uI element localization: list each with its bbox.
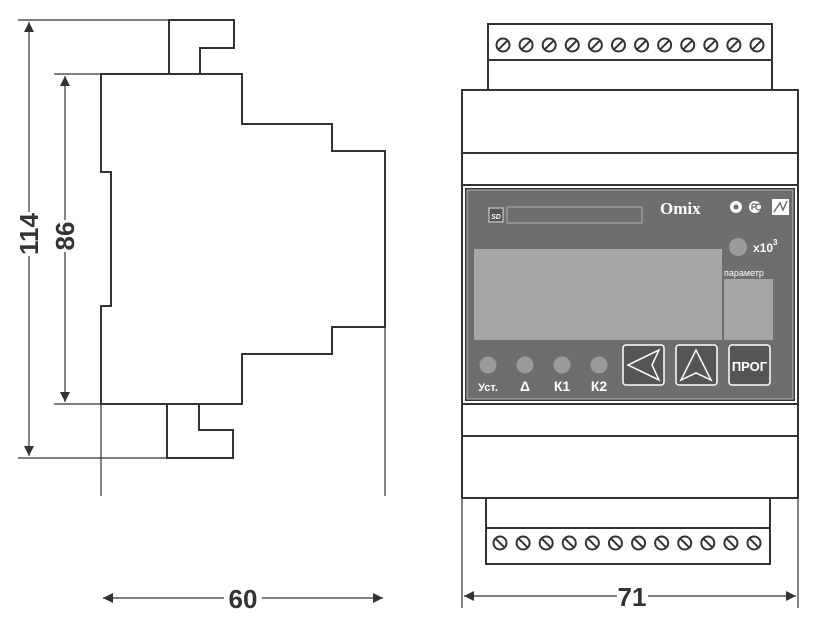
- main-display: [474, 249, 722, 340]
- brand-logo: Omix: [660, 199, 701, 218]
- up-arrow-button[interactable]: [675, 344, 718, 386]
- bottom-terminal-screws: [492, 535, 762, 551]
- terminal-screw-icon: [703, 37, 719, 53]
- indicator-label: Δ: [520, 378, 530, 394]
- terminal-screw-icon: [607, 535, 623, 551]
- top-terminal-screws: [495, 37, 765, 53]
- indicator-label: К1: [554, 378, 571, 394]
- terminal-screw-icon: [541, 37, 557, 53]
- terminal-screw-icon: [723, 535, 739, 551]
- indicator-led: [479, 356, 497, 374]
- sd-label: SD: [491, 214, 501, 221]
- terminal-screw-icon: [564, 37, 580, 53]
- terminal-screw-icon: [495, 37, 511, 53]
- prog-button-label: ПРОГ: [732, 359, 768, 374]
- multiplier-led: [729, 238, 747, 256]
- terminal-screw-icon: [518, 37, 534, 53]
- terminal-screw-icon: [657, 37, 673, 53]
- dimension-height-body: 86: [50, 222, 80, 251]
- up-arrow-icon: [679, 348, 713, 382]
- top-din-clip: [168, 19, 235, 74]
- terminal-screw-icon: [654, 535, 670, 551]
- left-arrow-icon: [626, 348, 661, 382]
- left-arrow-button[interactable]: [622, 344, 665, 386]
- indicator-led: [516, 356, 534, 374]
- terminal-screw-icon: [726, 37, 742, 53]
- terminal-screw-icon: [677, 535, 693, 551]
- indicator-led: [590, 356, 608, 374]
- terminal-screw-icon: [610, 37, 626, 53]
- front-panel: SD Omix x103 параметр Уст. Δ К1 К2: [465, 188, 795, 401]
- certification-icons: [730, 199, 789, 215]
- terminal-screw-icon: [680, 37, 696, 53]
- multiplier-label: x103: [753, 238, 778, 255]
- terminal-screw-icon: [746, 535, 762, 551]
- terminal-screw-icon: [634, 37, 650, 53]
- terminal-screw-icon: [561, 535, 577, 551]
- dimension-depth: 60: [229, 584, 258, 614]
- terminal-screw-icon: [749, 37, 765, 53]
- indicator-label: Уст.: [478, 382, 498, 394]
- terminal-screw-icon: [538, 535, 554, 551]
- prog-button[interactable]: ПРОГ: [728, 344, 771, 386]
- dimension-height-total: 114: [14, 212, 44, 254]
- terminal-screw-icon: [700, 535, 716, 551]
- sd-card-slot[interactable]: [506, 206, 643, 224]
- indicator-label: К2: [591, 378, 608, 394]
- parameter-display: [724, 279, 773, 340]
- bottom-terminal-block: [485, 497, 771, 565]
- side-view: 114 86 60: [14, 19, 386, 614]
- dimension-width: 71: [618, 582, 647, 612]
- terminal-screw-icon: [515, 535, 531, 551]
- indicator-led: [553, 356, 571, 374]
- parameter-label: параметр: [724, 268, 764, 278]
- bottom-din-clip: [166, 404, 234, 459]
- terminal-screw-icon: [631, 535, 647, 551]
- terminal-screw-icon: [492, 535, 508, 551]
- side-body-outline: [100, 73, 386, 405]
- terminal-screw-icon: [587, 37, 603, 53]
- front-view: SD Omix x103 параметр Уст. Δ К1 К2: [461, 23, 799, 612]
- sd-icon: [488, 207, 504, 223]
- top-terminal-block: [487, 23, 773, 91]
- terminal-screw-icon: [584, 535, 600, 551]
